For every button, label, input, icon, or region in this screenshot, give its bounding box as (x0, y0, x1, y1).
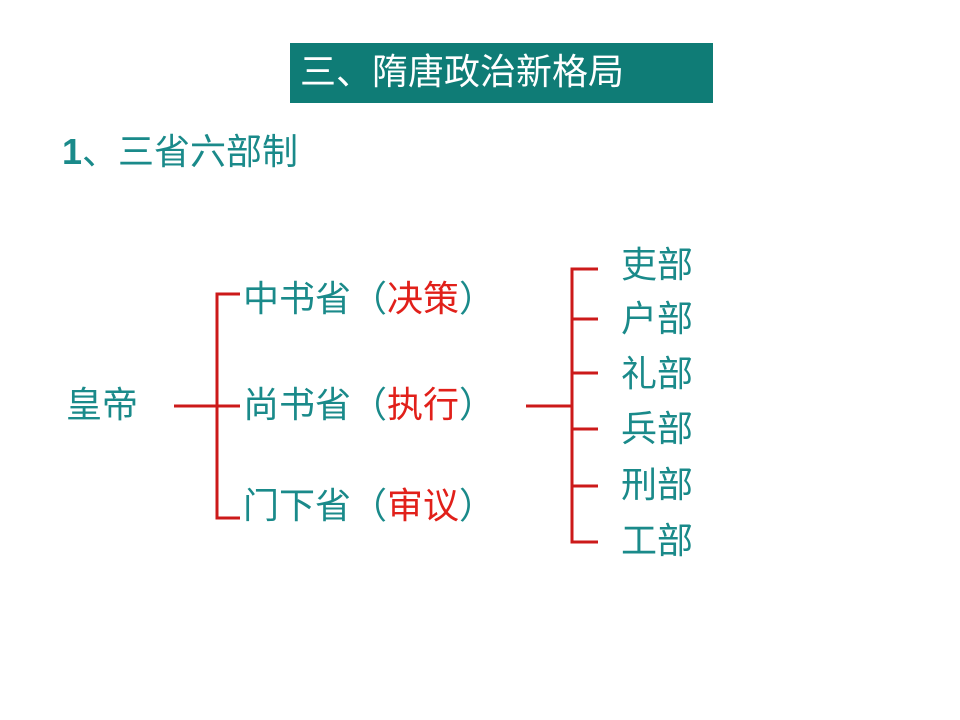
paren-open: （ (351, 279, 388, 320)
emperor-label: 皇帝 (66, 385, 139, 426)
section-number: 1 (62, 131, 83, 172)
ministry-gongbu: 工部 (621, 521, 694, 562)
paren-close: ） (459, 279, 496, 320)
paren-open: （ (351, 486, 388, 527)
province-zhongshu: 中书省（决策） (243, 278, 495, 322)
section-heading-text: 、三省六部制 (82, 132, 299, 173)
ministry-bingbu: 兵部 (621, 409, 694, 450)
province-role: 审议 (387, 486, 460, 527)
province-shangshu: 尚书省（执行） (243, 384, 495, 428)
paren-close: ） (459, 486, 496, 527)
paren-open: （ (351, 385, 388, 426)
page-title: 三、隋唐政治新格局 (290, 43, 713, 103)
paren-close: ） (459, 385, 496, 426)
province-menxia: 门下省（审议） (243, 485, 495, 529)
province-role: 执行 (387, 385, 460, 426)
province-name: 尚书省 (243, 385, 352, 426)
ministry-xingbu: 刑部 (621, 465, 694, 506)
province-name: 中书省 (243, 279, 352, 320)
section-heading: 1、三省六部制 (62, 128, 298, 177)
province-name: 门下省 (243, 486, 352, 527)
ministry-libu-personnel: 吏部 (621, 245, 694, 286)
ministry-hubu: 户部 (621, 299, 694, 340)
ministry-libu-rites: 礼部 (621, 354, 694, 395)
province-role: 决策 (387, 279, 460, 320)
